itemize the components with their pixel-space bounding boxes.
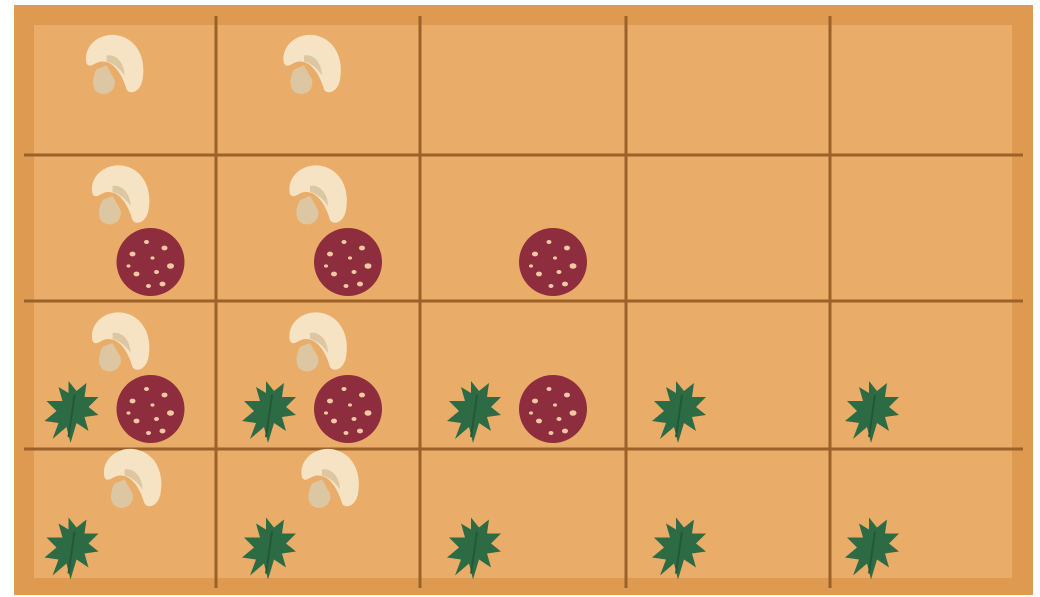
pepperoni-icon <box>314 375 382 443</box>
pepperoni-icon <box>117 228 185 296</box>
pepperoni-icon <box>117 375 185 443</box>
grid-cell-r2-c3[interactable] <box>519 228 587 296</box>
topping-grid <box>14 5 1033 595</box>
pepperoni-icon <box>314 228 382 296</box>
pepperoni-icon <box>519 375 587 443</box>
pepperoni-icon <box>519 228 587 296</box>
pizza-board <box>14 5 1033 595</box>
